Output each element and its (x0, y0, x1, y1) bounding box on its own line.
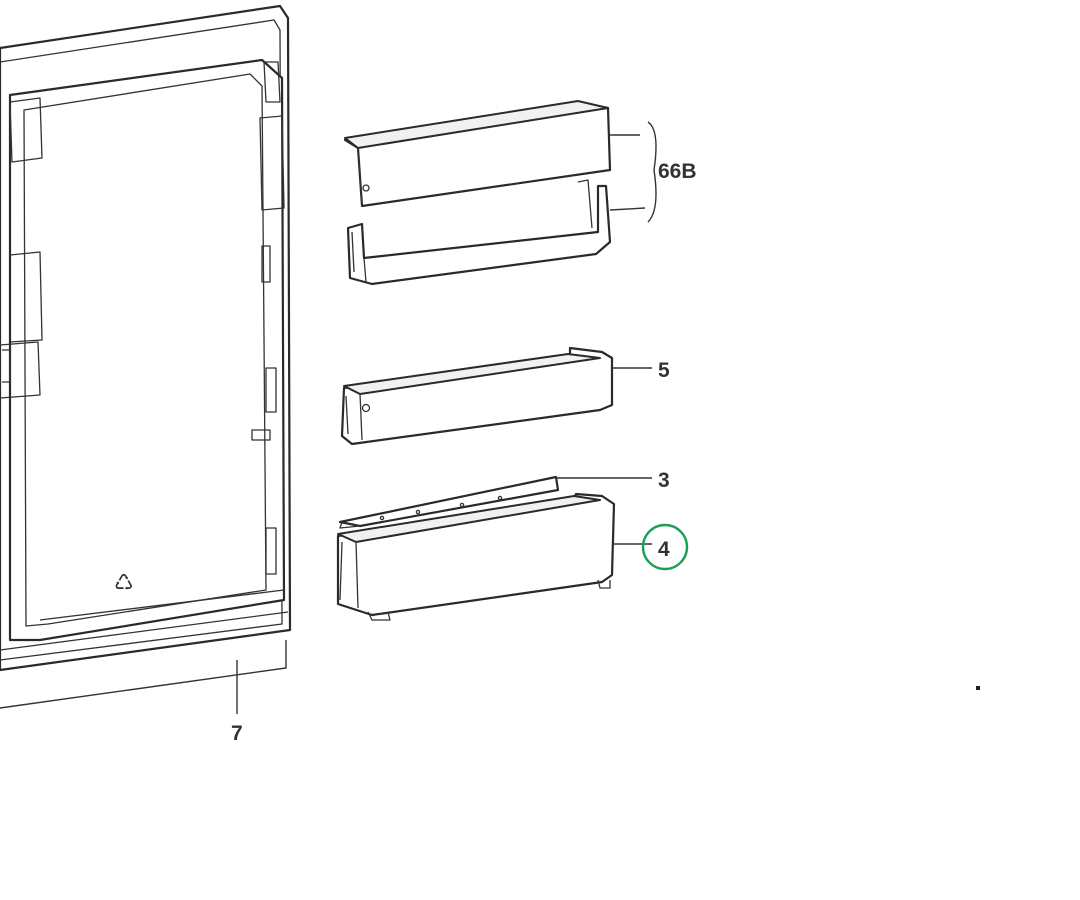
middle-shelf (340, 346, 652, 446)
upper-shelf-bracket (609, 121, 657, 223)
shelf-rail (338, 475, 652, 529)
lower-shelf (336, 492, 652, 621)
highlight-circle (641, 523, 689, 571)
upper-shelf-lid (343, 100, 612, 208)
dot-mark (976, 686, 980, 690)
callout-door-panel: 7 (231, 722, 243, 745)
callout-lower-shelf: 4 (658, 538, 670, 561)
recycle-symbol: ♺ (114, 571, 134, 596)
callout-shelf-rail: 3 (658, 469, 670, 492)
upper-shelf-bin (346, 179, 612, 286)
door-panel: ♺ (0, 4, 292, 714)
callout-upper-shelf-set: 66B (658, 160, 697, 183)
callout-middle-shelf: 5 (658, 359, 670, 382)
